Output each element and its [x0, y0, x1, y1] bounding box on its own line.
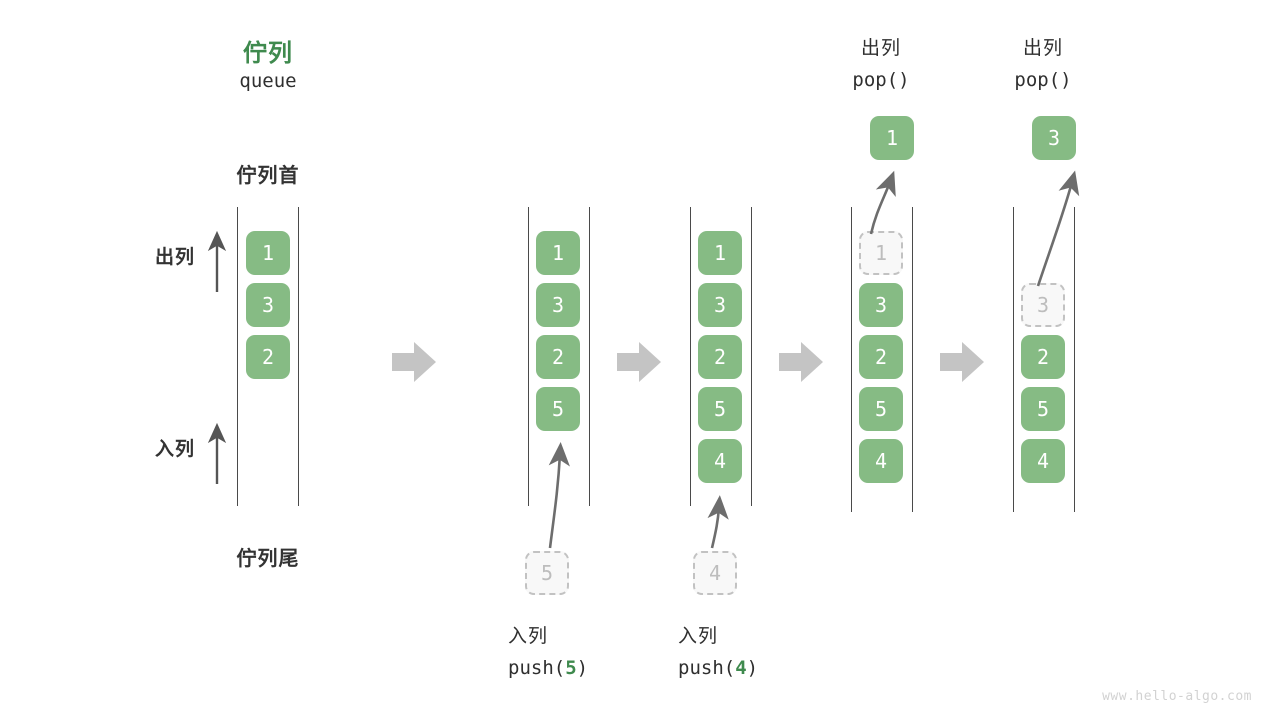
queue-cell-new: 4	[698, 439, 742, 483]
dequeue-direction-label: 出列	[154, 246, 195, 268]
queue-cell: 1	[246, 231, 290, 275]
push-code-prefix-5: push(	[508, 657, 566, 679]
queue-rail-left-2	[528, 207, 529, 506]
diagram-title-en: queue	[239, 70, 297, 92]
queue-cell: 1	[536, 231, 580, 275]
push-code-prefix-4: push(	[678, 657, 736, 679]
queue-rail-right-5	[1074, 207, 1075, 512]
push-arrow-icon-5	[548, 442, 570, 549]
queue-rail-left-1	[237, 207, 238, 506]
diagram-title-zh: 佇列	[243, 39, 293, 67]
queue-rail-right-4	[912, 207, 913, 512]
queue-cell: 3	[698, 283, 742, 327]
pop-arrow-icon-1	[869, 170, 896, 235]
queue-cell-ghost: 1	[859, 231, 903, 275]
push-caption-zh-5: 入列	[508, 625, 549, 647]
queue-cell-new: 5	[536, 387, 580, 431]
pop-caption-zh-3: 出列	[1022, 37, 1063, 59]
queue-cell: 4	[1021, 439, 1065, 483]
queue-cell: 2	[246, 335, 290, 379]
push-caption-code-4: push(4)	[678, 657, 848, 679]
flow-arrow-icon	[779, 342, 823, 382]
queue-cell: 2	[536, 335, 580, 379]
queue-cell: 1	[698, 231, 742, 275]
push-code-num-4: 4	[735, 657, 747, 679]
queue-rail-left-3	[690, 207, 691, 506]
pop-caption-zh-1: 出列	[860, 37, 901, 59]
popped-value-cell: 1	[870, 116, 914, 160]
enqueue-direction-arrow-icon	[207, 422, 227, 484]
queue-rail-left-5	[1013, 207, 1014, 512]
queue-cell: 3	[246, 283, 290, 327]
pop-caption-code-1: pop()	[852, 69, 910, 91]
push-code-suffix-4: )	[746, 657, 759, 679]
flow-arrow-icon	[617, 342, 661, 382]
queue-cell: 2	[698, 335, 742, 379]
queue-cell: 5	[859, 387, 903, 431]
pop-caption-code-3: pop()	[1014, 69, 1072, 91]
queue-cell: 5	[698, 387, 742, 431]
push-arrow-icon-4	[707, 495, 729, 549]
queue-tail-label: 佇列尾	[236, 546, 300, 570]
enqueue-direction-label: 入列	[154, 438, 195, 460]
flow-arrow-icon	[392, 342, 436, 382]
push-caption-zh-4: 入列	[678, 625, 719, 647]
queue-cell: 3	[536, 283, 580, 327]
push-caption-code-5: push(5)	[508, 657, 678, 679]
queue-cell: 4	[859, 439, 903, 483]
dequeue-direction-arrow-icon	[207, 230, 227, 292]
queue-rail-right-3	[751, 207, 752, 506]
popped-value-cell: 3	[1032, 116, 1076, 160]
queue-cell: 2	[859, 335, 903, 379]
queue-cell-ghost: 4	[693, 551, 737, 595]
pop-arrow-icon-3	[1036, 170, 1080, 287]
queue-rail-left-4	[851, 207, 852, 512]
queue-cell-ghost: 5	[525, 551, 569, 595]
queue-rail-right-1	[298, 207, 299, 506]
flow-arrow-icon	[940, 342, 984, 382]
push-code-suffix-5: )	[576, 657, 589, 679]
watermark: www.hello-algo.com	[1102, 689, 1252, 704]
queue-head-label: 佇列首	[236, 163, 300, 187]
queue-cell: 2	[1021, 335, 1065, 379]
queue-cell-ghost: 3	[1021, 283, 1065, 327]
queue-cell: 3	[859, 283, 903, 327]
push-code-num-5: 5	[565, 657, 577, 679]
queue-rail-right-2	[589, 207, 590, 506]
queue-cell: 5	[1021, 387, 1065, 431]
